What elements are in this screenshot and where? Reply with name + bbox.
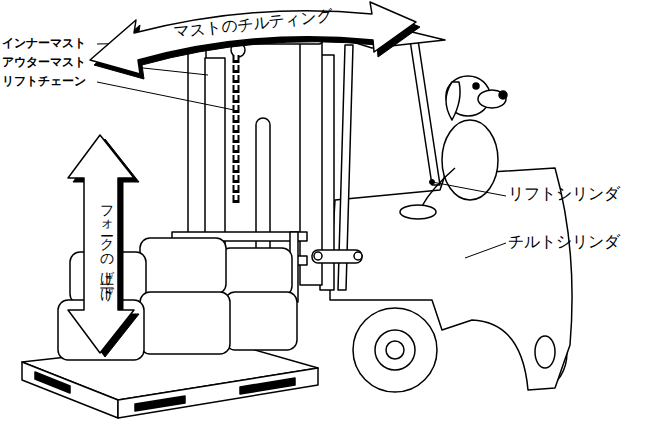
pallet-front	[22, 362, 118, 418]
forklift-body-group	[330, 32, 572, 392]
dog-body	[442, 120, 498, 200]
part-name: リフトシリンダ	[508, 186, 620, 202]
front-wheel-rim	[375, 330, 415, 370]
cargo-bag	[140, 292, 230, 354]
tilt-cylinder-pivot	[314, 252, 322, 260]
lift-chain	[233, 55, 240, 205]
cargo-bag	[225, 292, 297, 350]
part-name: チルトシリンダ	[508, 234, 620, 250]
dog-snout	[478, 90, 506, 108]
arrow-outline	[88, 0, 418, 78]
dog-arm	[422, 168, 455, 206]
tilt-cylinder	[312, 250, 362, 263]
double-arrow	[90, 2, 416, 74]
rear-pillar	[410, 40, 440, 185]
tilt-cylinder-pivot	[354, 252, 362, 260]
pallet-slot	[240, 378, 295, 394]
load-group	[22, 238, 318, 418]
front-wheel-hub	[386, 341, 404, 359]
pallet-slot	[35, 372, 70, 393]
leader-line	[465, 243, 506, 258]
part-name: インナーマスト	[2, 37, 86, 49]
leader-line	[97, 82, 234, 110]
cargo-bag	[220, 248, 292, 296]
arrow-caption: フォークの上げ下げ	[90, 173, 114, 315]
part-name: リフトチェーン	[2, 75, 86, 87]
rear-wheel-hub	[535, 336, 555, 368]
front-wheel	[353, 308, 437, 392]
steering-wheel	[400, 205, 436, 219]
pallet-side	[118, 368, 318, 418]
double-arrow	[68, 135, 134, 353]
lift-arrow: フォークの上げ下げ	[66, 133, 138, 355]
tilt-arrow: マストのチルティング	[88, 0, 418, 78]
leader-lines	[97, 42, 506, 258]
leader-line	[432, 182, 506, 196]
dog-ear	[446, 82, 460, 120]
dog-nose	[499, 91, 507, 99]
pallet-slot	[135, 396, 185, 411]
inner-mast-rail	[300, 40, 322, 285]
leader-dot	[430, 180, 435, 185]
dog-eye	[473, 83, 479, 89]
lift-chain-links	[235, 55, 238, 205]
part-name: アウターマスト	[2, 56, 86, 68]
cargo-bag	[140, 238, 226, 294]
